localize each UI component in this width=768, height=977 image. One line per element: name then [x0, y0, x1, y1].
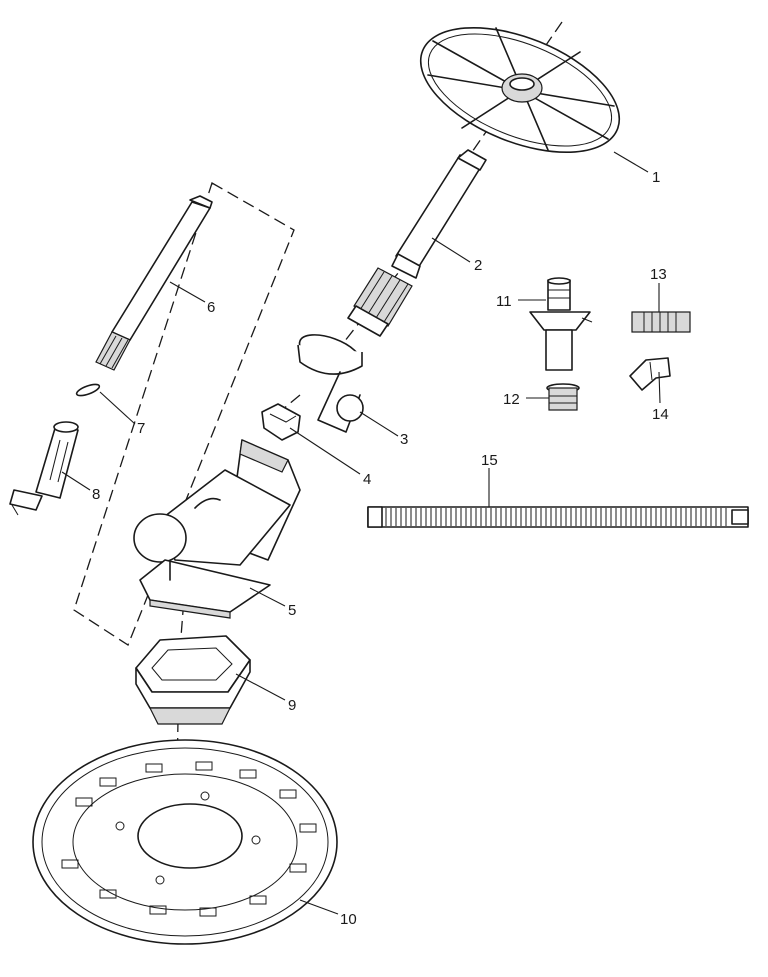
callout-10: 10 [340, 911, 357, 928]
part-foot-pad [135, 635, 251, 725]
callout-3: 3 [400, 431, 408, 448]
hose-ribs [385, 508, 727, 526]
part-swivel-collar [297, 334, 364, 433]
part-clip [261, 403, 301, 441]
part-hose-coupler [631, 311, 691, 333]
callout-1: 1 [652, 169, 660, 186]
part-hose-section [367, 506, 749, 528]
part-elbow [629, 357, 671, 391]
callout-14: 14 [652, 406, 669, 423]
callout-13: 13 [650, 266, 667, 283]
callout-7: 7 [137, 420, 145, 437]
callout-6: 6 [207, 299, 215, 316]
disc-slots [61, 761, 317, 917]
part-stem-tube [95, 195, 213, 371]
callout-2: 2 [474, 257, 482, 274]
part-vacuum-connector [529, 277, 593, 371]
callout-labels: 1 2 3 4 5 6 7 8 9 10 11 12 13 14 15 [92, 169, 669, 928]
kit-outline [73, 182, 295, 646]
part-swivel-tube [347, 149, 487, 337]
part-cleaner-body [133, 439, 301, 619]
callout-11: 11 [496, 293, 512, 310]
part-reducer-fitting [546, 383, 580, 411]
callout-5: 5 [288, 602, 296, 619]
assembly-axis [175, 21, 563, 841]
callout-12: 12 [503, 391, 520, 408]
part-o-ring [75, 383, 101, 397]
part-disc [32, 739, 338, 945]
callout-8: 8 [92, 486, 100, 503]
callout-15: 15 [481, 452, 498, 469]
part-diaphragm-valve [9, 421, 79, 516]
callout-4: 4 [363, 471, 371, 488]
leader-lines [61, 151, 661, 915]
callout-9: 9 [288, 697, 296, 714]
part-deflector-wheel [419, 26, 621, 154]
